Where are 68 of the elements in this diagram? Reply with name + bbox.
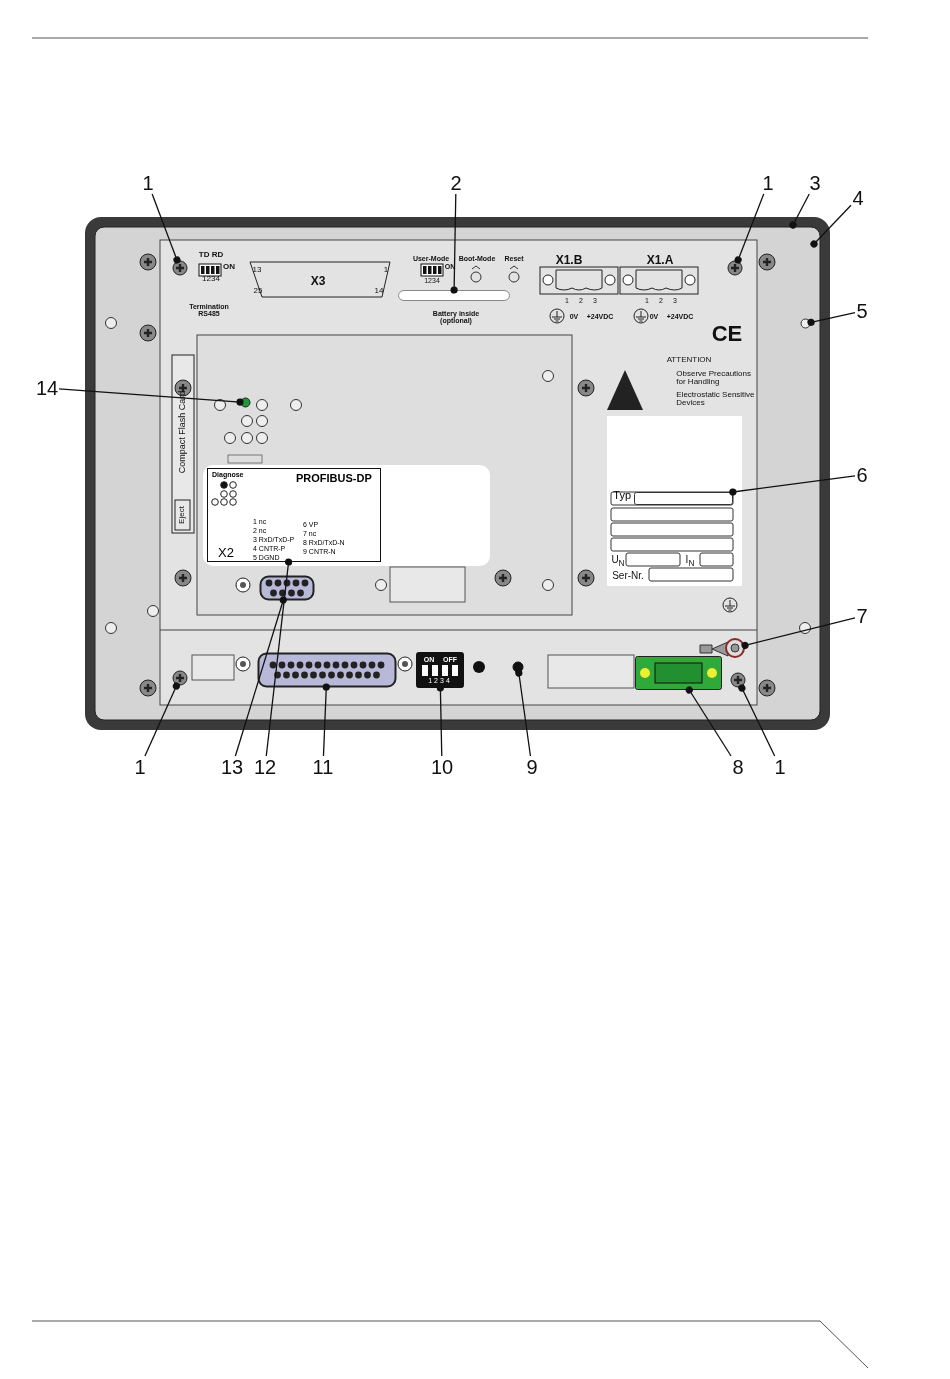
- leader-line: [810, 204, 852, 248]
- field-label: I$_{N}$: [685, 554, 695, 568]
- connector-label: X2: [218, 546, 234, 560]
- indicator-hole: [512, 661, 524, 673]
- screw-icon: [172, 260, 188, 276]
- leader-line: [734, 193, 765, 264]
- leader-line: [789, 193, 810, 229]
- sub-d-connector: [258, 653, 396, 687]
- callout-number: 1: [761, 172, 775, 194]
- plate-title: PROFIBUS-DP: [296, 473, 372, 485]
- leader-line: [234, 596, 287, 757]
- callout-number: 11: [311, 756, 335, 778]
- callout-number: 1: [773, 756, 787, 778]
- leader-line: [685, 686, 732, 757]
- leader-line: [322, 683, 330, 757]
- led-indicator: [240, 397, 251, 408]
- pin-number: 25: [253, 286, 263, 296]
- callout-number: 9: [525, 756, 539, 778]
- warning-text: Observe Precautions for Handling: [676, 369, 752, 387]
- ce-mark: CE: [711, 322, 743, 346]
- field-label: Ser-Nr.: [612, 570, 644, 582]
- leader-line: [58, 388, 244, 406]
- screw-icon: [172, 670, 188, 686]
- callout-number: 1: [133, 756, 147, 778]
- sub-d-connector: [260, 576, 314, 600]
- callout-number: 12: [253, 756, 277, 778]
- callout-number: 7: [855, 605, 869, 627]
- warning-text: ATTENTION: [666, 355, 712, 365]
- leader-line: [515, 669, 532, 757]
- callout-number: 10: [430, 756, 454, 778]
- leader-line: [151, 193, 181, 264]
- field-label: Typ: [613, 489, 631, 501]
- connector-label: X1.A: [646, 253, 674, 267]
- callout-number: 8: [731, 756, 745, 778]
- slot-label: Compact Flash Card: [178, 390, 188, 474]
- dip-switch: [416, 652, 464, 688]
- leader-line: [450, 193, 458, 294]
- warning-text: Electrostatic Sensitive Devices: [676, 390, 756, 408]
- mounting-hole: [800, 318, 811, 329]
- callout-number: 13: [220, 756, 244, 778]
- pin-number: 13: [252, 265, 262, 275]
- screw-icon: [727, 260, 743, 276]
- terminal-block: [635, 656, 722, 690]
- callout-number: 5: [855, 300, 869, 322]
- pin-number: 1: [383, 265, 389, 275]
- leader-line: [265, 558, 293, 757]
- switch-label: TD RD: [198, 250, 224, 260]
- switch-label: ON: [223, 262, 235, 272]
- callout-number: 1: [141, 172, 155, 194]
- battery-compartment: [398, 290, 510, 301]
- screw-icon: [730, 672, 746, 688]
- connector-label: X1.B: [555, 253, 583, 267]
- leader-line: [729, 475, 856, 496]
- profibus-label-plate: [207, 468, 381, 562]
- callout-number: 14: [35, 377, 59, 399]
- callout-number: 6: [855, 464, 869, 486]
- leader-line: [807, 311, 856, 326]
- field-label: U$_{N}$: [611, 554, 625, 568]
- leader-line: [738, 684, 776, 757]
- switch-number: 1234: [202, 274, 220, 284]
- callout-number: 4: [851, 187, 865, 209]
- pin-number: 14: [374, 286, 384, 296]
- leader-line: [144, 682, 180, 757]
- leader-line: [741, 617, 856, 650]
- button-label: Eject: [177, 506, 187, 524]
- connector-label: X3: [310, 274, 326, 288]
- callout-number: 2: [449, 172, 463, 194]
- callout-number: 3: [808, 172, 822, 194]
